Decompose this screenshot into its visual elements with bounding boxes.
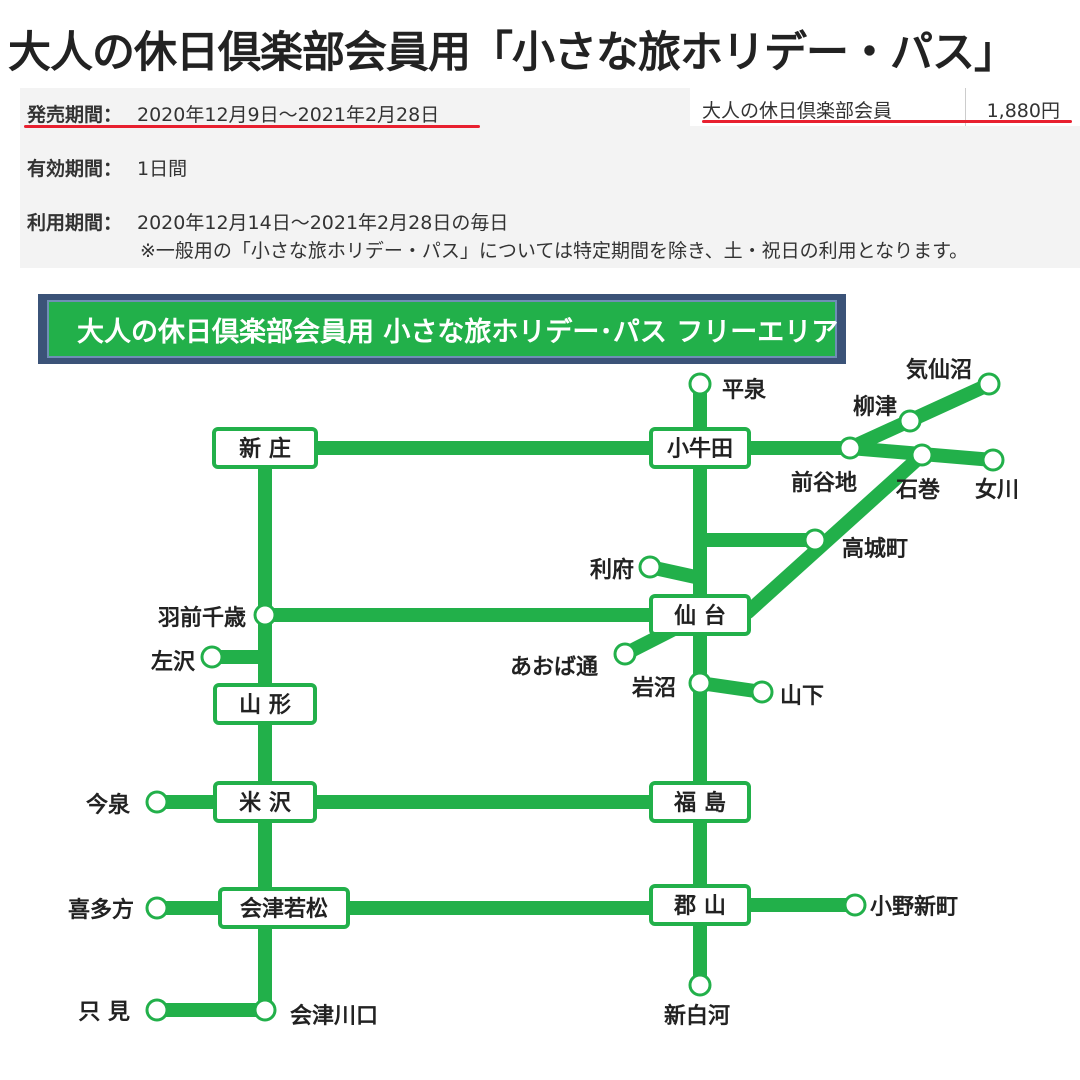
major-station-box [213, 781, 317, 823]
station-label: 只 見 [78, 1000, 130, 1025]
price-amount: 1,880円 [986, 100, 1060, 122]
major-station-box [649, 427, 751, 469]
station-label: 平泉 [722, 377, 767, 403]
major-station-label: 仙 台 [674, 603, 726, 629]
station-label: 小野新町 [870, 894, 958, 920]
valid-period-row: 有効期間： 1日間 [27, 154, 187, 181]
station-label: 石巻 [895, 477, 940, 503]
station-marker [750, 680, 774, 704]
use-period-label: 利用期間： [27, 212, 123, 234]
station-label: 高城町 [842, 536, 908, 562]
station-marker [145, 998, 169, 1022]
map-banner-title: 大人の休日倶楽部会員用 小さな旅ホリデー･パス フリーエリア [47, 300, 838, 358]
major-station-label: 山 形 [239, 693, 291, 718]
major-station-label: 福 島 [673, 790, 726, 816]
station-marker [838, 436, 862, 460]
major-station-label: 小牛田 [667, 436, 733, 462]
price-divider [965, 88, 966, 126]
station-marker [145, 896, 169, 920]
rail-line-7 [741, 448, 929, 619]
map-banner: 大人の休日倶楽部会員用 小さな旅ホリデー･パス フリーエリア [38, 294, 846, 364]
major-station-box [213, 683, 317, 725]
station-label: 左沢 [151, 649, 196, 675]
station-label: 喜多方 [68, 897, 134, 923]
station-marker [981, 448, 1005, 472]
major-station-label: 米 沢 [239, 791, 292, 816]
major-station-box [212, 427, 318, 469]
page-title: 大人の休日倶楽部会員用「小さな旅ホリデー・パス」 [8, 28, 1017, 78]
station-marker [977, 372, 1001, 396]
price-member-name: 大人の休日倶楽部会員 [702, 100, 893, 122]
major-station-label: 郡 山 [673, 894, 726, 919]
sale-period-row: 発売期間： 2020年12月9日～2021年2月28日 [27, 100, 439, 127]
station-marker [898, 409, 922, 433]
major-station-label: 会津若松 [240, 896, 328, 922]
station-label: 羽前千歳 [158, 605, 246, 631]
station-marker [843, 893, 867, 917]
use-period-value: 2020年12月14日～2021年2月28日の毎日 [137, 212, 509, 234]
sale-period-label: 発売期間： [27, 104, 123, 126]
station-label: 前谷地 [791, 470, 857, 496]
station-marker [145, 790, 169, 814]
station-marker [613, 642, 637, 666]
station-label: 会津川口 [290, 1003, 378, 1029]
major-station-box [649, 781, 751, 823]
station-marker [688, 973, 712, 997]
major-station-label: 新 庄 [239, 436, 291, 462]
major-station-box [649, 884, 751, 926]
station-marker [253, 603, 277, 627]
station-marker [688, 372, 712, 396]
station-label: 気仙沼 [906, 357, 972, 383]
station-label: 新白河 [664, 1003, 730, 1029]
station-marker [688, 671, 712, 695]
usage-note: ※一般用の「小さな旅ホリデー・パス」については特定期間を除き、土・祝日の利用とな… [140, 240, 969, 262]
valid-period-value: 1日間 [137, 158, 188, 180]
station-label: 女川 [975, 477, 1019, 503]
station-marker [253, 998, 277, 1022]
sale-period-highlight [24, 125, 480, 128]
station-label: あおば通 [510, 655, 598, 680]
use-period-row: 利用期間： 2020年12月14日～2021年2月28日の毎日 [27, 208, 508, 235]
station-marker [638, 555, 662, 579]
major-station-box [218, 887, 350, 929]
valid-period-label: 有効期間： [27, 158, 123, 180]
station-label: 岩沼 [631, 676, 676, 701]
station-marker [803, 528, 827, 552]
station-label: 今泉 [86, 792, 131, 818]
station-label: 山下 [780, 684, 824, 709]
station-label: 柳津 [853, 394, 897, 420]
station-label: 利府 [590, 557, 634, 583]
station-marker [200, 645, 224, 669]
price-highlight [702, 120, 1072, 123]
major-station-box [649, 594, 751, 636]
price-box: 大人の休日倶楽部会員 1,880円 [690, 88, 1080, 126]
station-marker [910, 443, 934, 467]
sale-period-value: 2020年12月9日～2021年2月28日 [137, 104, 440, 126]
